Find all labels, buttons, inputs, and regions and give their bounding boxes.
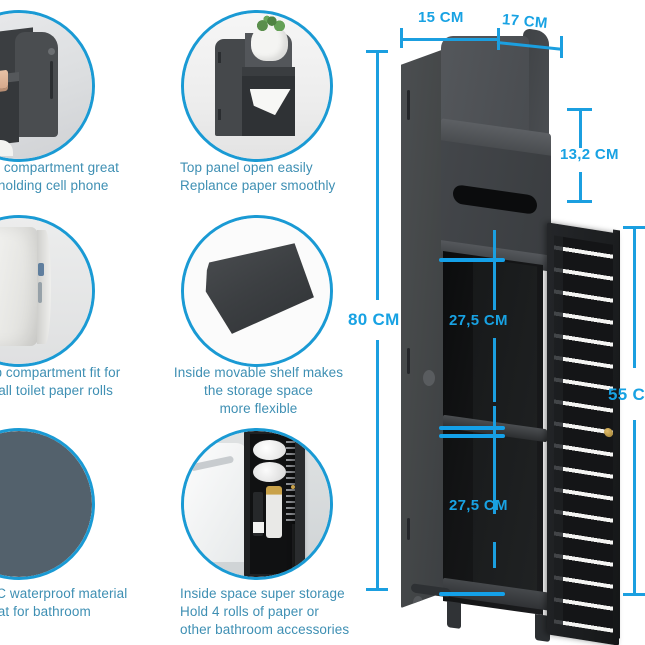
caption-line: Inside movable shelf makes bbox=[173, 365, 344, 380]
dimline-width-front bbox=[400, 38, 499, 41]
caption-line: Inside space super storage bbox=[180, 586, 345, 601]
feature-photo-circle bbox=[0, 10, 95, 162]
feature-top-compartment-phone: Top compartment great for holding cell p… bbox=[0, 0, 172, 205]
caption-line: more flexible bbox=[219, 401, 298, 416]
dimension-label-275cm-upper: 27,5 CM bbox=[449, 312, 508, 329]
caption-line: Top panel open easily bbox=[180, 160, 313, 175]
feature-photo-circle bbox=[181, 10, 333, 162]
caption-line: the storage space bbox=[203, 383, 314, 398]
caption-line: other bathroom accessories bbox=[180, 622, 350, 637]
dimcap bbox=[366, 588, 388, 591]
cabinet-in-bathroom-with-rolls-photo bbox=[184, 431, 330, 577]
dimline-upper-compartment-2 bbox=[493, 338, 496, 402]
dimension-label-17cm: 17 CM bbox=[501, 11, 549, 32]
caption-line: Top compartment fit for bbox=[0, 365, 121, 380]
feature-photo-circle bbox=[0, 428, 95, 580]
feature-grid: Top compartment great for holding cell p… bbox=[0, 0, 345, 645]
caption-line: Replance paper smoothly bbox=[180, 178, 336, 193]
caption-line: great for bathroom bbox=[0, 604, 91, 619]
dimension-label-80cm: 80 CM bbox=[348, 310, 400, 329]
cabinet-left-side-panel bbox=[401, 48, 447, 608]
feature-top-panel-open: Top panel open easily Replance paper smo… bbox=[172, 0, 345, 205]
dimension-label-132cm: 13,2 CM bbox=[560, 146, 619, 163]
product-photo bbox=[395, 27, 620, 645]
dimline-top-opening bbox=[579, 110, 582, 148]
feature-caption: Inside space super storage Hold 4 rolls … bbox=[180, 585, 349, 639]
measure-mark-lower-bottom bbox=[439, 592, 505, 596]
feature-photo-circle bbox=[181, 215, 333, 367]
feature-fits-small-rolls: Top compartment fit for small toilet pap… bbox=[0, 205, 172, 420]
measure-mark-lower-top bbox=[439, 434, 505, 438]
dimcap bbox=[567, 108, 592, 111]
dimcap bbox=[366, 50, 388, 53]
feature-caption: Top panel open easily Replance paper smo… bbox=[180, 159, 335, 195]
dimline-total-height-2 bbox=[376, 340, 379, 590]
toilet-paper-roll-photo bbox=[0, 218, 92, 364]
feature-photo-circle bbox=[0, 215, 95, 367]
dimension-label-275cm-lower: 27,5 CM bbox=[449, 497, 508, 514]
dimline-door-height bbox=[633, 228, 636, 368]
feature-caption: Inside movable shelf makes the storage s… bbox=[172, 364, 345, 418]
water-droplets-on-pvc-photo bbox=[0, 431, 92, 577]
dimline-upper-compartment bbox=[493, 230, 496, 310]
dimline-lower-compartment-2 bbox=[493, 542, 496, 568]
dimline-lower-compartment bbox=[493, 406, 496, 514]
caption-line: small toilet paper rolls bbox=[0, 383, 113, 398]
feature-caption: Top compartment great for holding cell p… bbox=[0, 159, 119, 195]
feature-caption: PVC waterproof material great for bathro… bbox=[0, 585, 127, 621]
caption-line: for holding cell phone bbox=[0, 178, 109, 193]
dimline-top-opening-2 bbox=[579, 172, 582, 202]
feature-caption: Top compartment fit for small toilet pap… bbox=[0, 364, 120, 400]
feature-movable-shelf: Inside movable shelf makes the storage s… bbox=[172, 205, 345, 420]
measure-mark-upper-bottom bbox=[439, 426, 505, 430]
dimcap bbox=[623, 226, 645, 229]
dimline-total-height bbox=[376, 50, 379, 300]
black-shelf-board-photo bbox=[184, 218, 330, 364]
dimension-label-15cm: 15 CM bbox=[418, 9, 464, 26]
caption-line: Hold 4 rolls of paper or bbox=[180, 604, 319, 619]
cabinet-with-plant-and-tissue-photo bbox=[184, 13, 330, 159]
cabinet-slatted-door bbox=[547, 222, 619, 645]
cabinet-with-phone-photo bbox=[0, 13, 92, 159]
dimension-label-55cm: 55 CM bbox=[608, 385, 645, 404]
dimline-door-height-2 bbox=[633, 420, 636, 595]
measure-mark-upper-top bbox=[439, 258, 505, 262]
feature-super-storage: Inside space super storage Hold 4 rolls … bbox=[172, 420, 349, 645]
dimcap bbox=[623, 593, 645, 596]
feature-photo-circle bbox=[181, 428, 333, 580]
feature-waterproof-material: PVC waterproof material great for bathro… bbox=[0, 420, 172, 645]
cabinet-leg-left bbox=[447, 601, 461, 629]
dimcap bbox=[560, 36, 563, 58]
caption-line: PVC waterproof material bbox=[0, 586, 128, 601]
dimension-diagram: 15 CM 17 CM 80 CM 13,2 CM 27,5 CM 27,5 C… bbox=[345, 0, 645, 645]
dimcap bbox=[567, 200, 592, 203]
dimcap bbox=[497, 28, 500, 50]
caption-line: Top compartment great bbox=[0, 160, 119, 175]
dimcap bbox=[400, 28, 403, 48]
